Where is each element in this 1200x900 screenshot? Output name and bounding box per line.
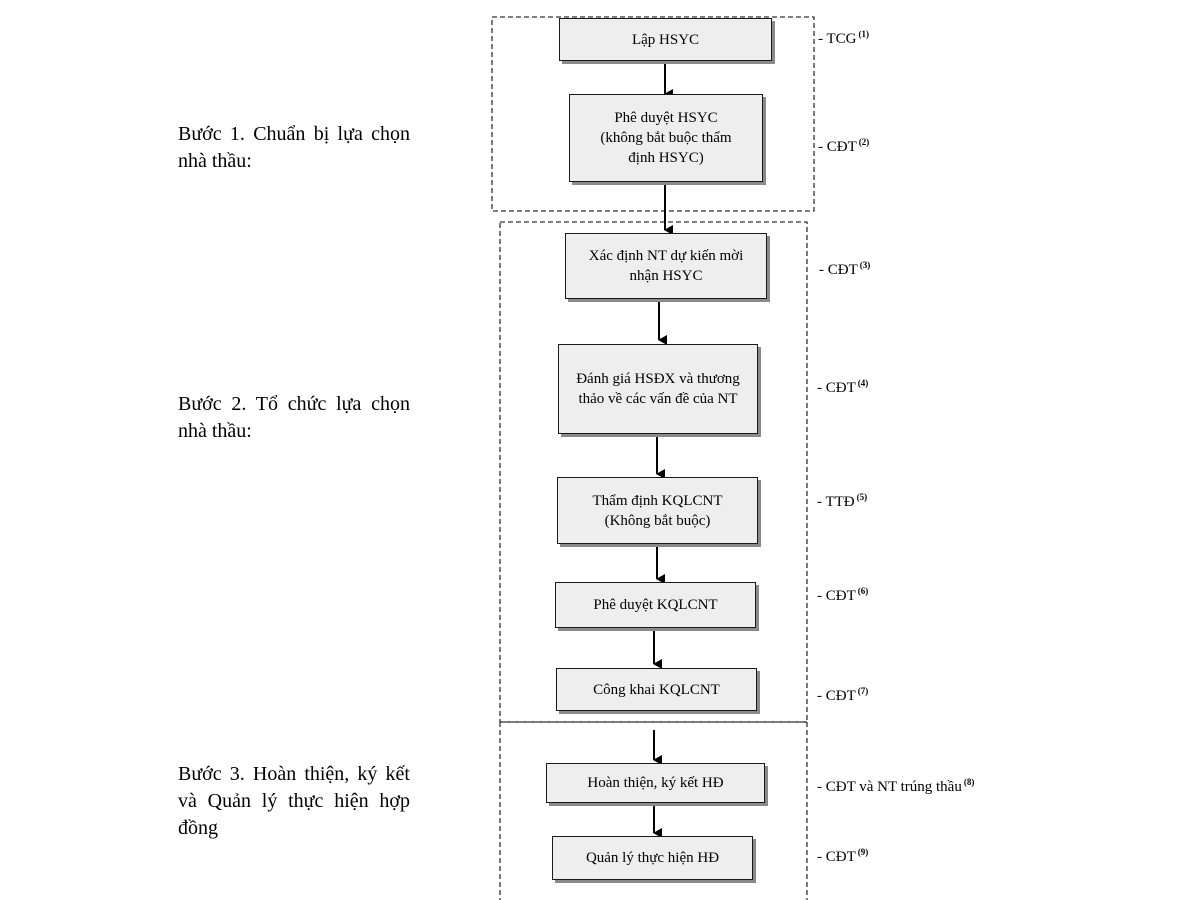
node-phe-duyet-hsyc: Phê duyệt HSYC (không bắt buộc thẩm định… xyxy=(569,94,763,182)
node-lap-hsyc: Lập HSYC xyxy=(559,18,772,61)
node-danh-gia-hsdx: Đánh giá HSĐX và thương thảo về các vấn … xyxy=(558,344,758,434)
node-cong-khai-kqlcnt: Công khai KQLCNT xyxy=(556,668,757,711)
role-annotation-5: - TTĐ(5) xyxy=(817,492,868,510)
node-phe-duyet-kqlcnt: Phê duyệt KQLCNT xyxy=(555,582,756,628)
role-annotation-3: - CĐT(3) xyxy=(819,260,871,278)
node-hoan-thien-hd: Hoàn thiện, ký kết HĐ xyxy=(546,763,765,803)
role-annotation-2: - CĐT(2) xyxy=(818,137,870,155)
node-xac-dinh-nt: Xác định NT dự kiến mời nhận HSYC xyxy=(565,233,767,299)
role-annotation-1: - TCG(1) xyxy=(818,29,869,47)
role-annotation-4: - CĐT(4) xyxy=(817,378,869,396)
step-3-label: Bước 3. Hoàn thiện, ký kết và Quản lý th… xyxy=(178,763,410,839)
step-3-group-frame xyxy=(499,721,808,900)
role-annotation-7: - CĐT(7) xyxy=(817,686,869,704)
role-annotation-8: - CĐT và NT trúng thầu(8) xyxy=(817,777,975,795)
step-2-label: Bước 2. Tổ chức lựa chọn nhà thầu: xyxy=(178,393,410,442)
role-annotation-6: - CĐT(6) xyxy=(817,586,869,604)
node-tham-dinh-kqlcnt: Thẩm định KQLCNT (Không bắt buộc) xyxy=(557,477,758,544)
node-quan-ly-hd: Quản lý thực hiện HĐ xyxy=(552,836,753,880)
role-annotation-9: - CĐT(9) xyxy=(817,847,869,865)
step-1-group-frame xyxy=(491,16,815,212)
step-1-label: Bước 1. Chuẩn bị lựa chọn nhà thầu: xyxy=(178,123,410,172)
